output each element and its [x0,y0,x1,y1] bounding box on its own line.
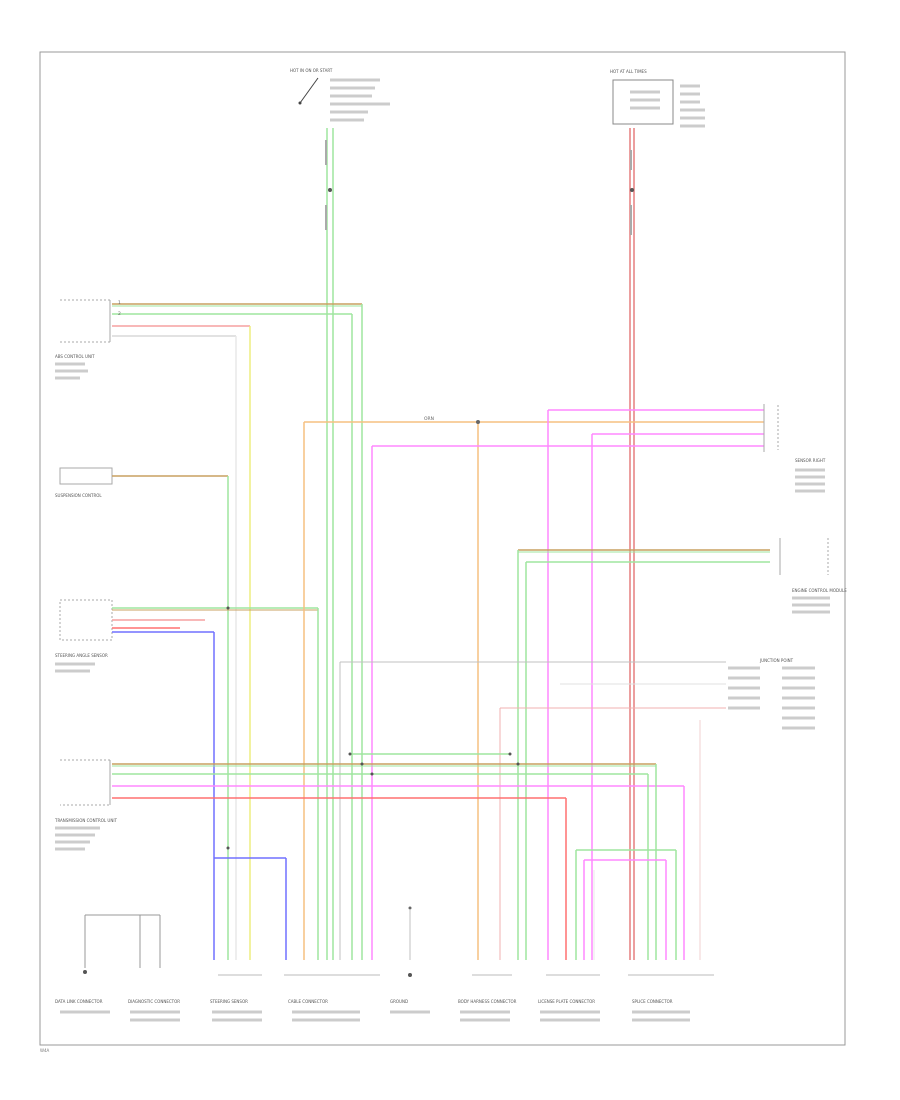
svg-text:1: 1 [118,300,121,306]
connector-label-1: DATA LINK CONNECTOR [55,999,103,1004]
connector-label-5: GROUND [390,999,408,1004]
connector-label-7: LICENSE PLATE CONNECTOR [538,999,595,1004]
suspension-wires [112,475,229,960]
ignition-switch: HOT IN ON OR START [290,68,390,122]
abs-wires: 1 2 [112,300,363,960]
engine-cm-label: ENGINE CONTROL MODULE [792,588,847,593]
transmission-label: TRANSMISSION CONTROL UNIT [54,818,118,823]
sensor-right: SENSOR RIGHT [777,405,826,493]
power-feed-red [629,128,635,960]
abs-control-unit: ABS CONTROL UNIT [55,299,111,380]
transmission-control-unit: TRANSMISSION CONTROL UNIT [54,759,118,851]
connector-pins [218,973,714,977]
connector-label-8: SPLICE CONNECTOR [632,999,673,1004]
ecm-wires [517,549,770,960]
diagram-frame [39,51,846,1046]
connector-label-2: DIAGNOSTIC CONNECTOR [128,999,180,1004]
battery-fuse-box: HOT AT ALL TIMES [610,69,705,128]
suspension-label: SUSPENSION CONTROL [55,493,102,498]
junction-wires [339,661,726,960]
steering-wires [112,606,319,960]
transmission-wires [112,752,685,960]
steering-sensor-label: STEERING ANGLE SENSOR [55,653,108,658]
connector-label-4: CABLE CONNECTOR [288,999,328,1004]
svg-text:2: 2 [118,311,121,317]
junction-right: JUNCTION POINT [728,658,815,730]
connector-label-3: STEERING SENSOR [210,999,248,1004]
abs-control-unit-label: ABS CONTROL UNIT [55,354,95,359]
sensor-bus-wires: ORN [303,404,765,960]
steering-angle-sensor: STEERING ANGLE SENSOR [55,599,113,673]
bottom-loop-wires [408,849,677,960]
engine-control-module: ENGINE CONTROL MODULE [779,538,847,614]
power-feed-green [325,128,334,960]
orn-wire-label: ORN [424,416,434,422]
battery-fuse-label: HOT AT ALL TIMES [610,69,647,74]
diagram-footer-code: W4A [40,1048,50,1053]
suspension-control-unit: SUSPENSION CONTROL [55,467,113,498]
bottom-connectors: DATA LINK CONNECTOR DIAGNOSTIC CONNECTOR… [55,914,714,1022]
connector-label-6: BODY HARNESS CONNECTOR [458,999,517,1004]
sensor-right-label: SENSOR RIGHT [795,458,826,463]
ignition-switch-label: HOT IN ON OR START [290,68,333,73]
junction-right-label: JUNCTION POINT [759,658,794,663]
